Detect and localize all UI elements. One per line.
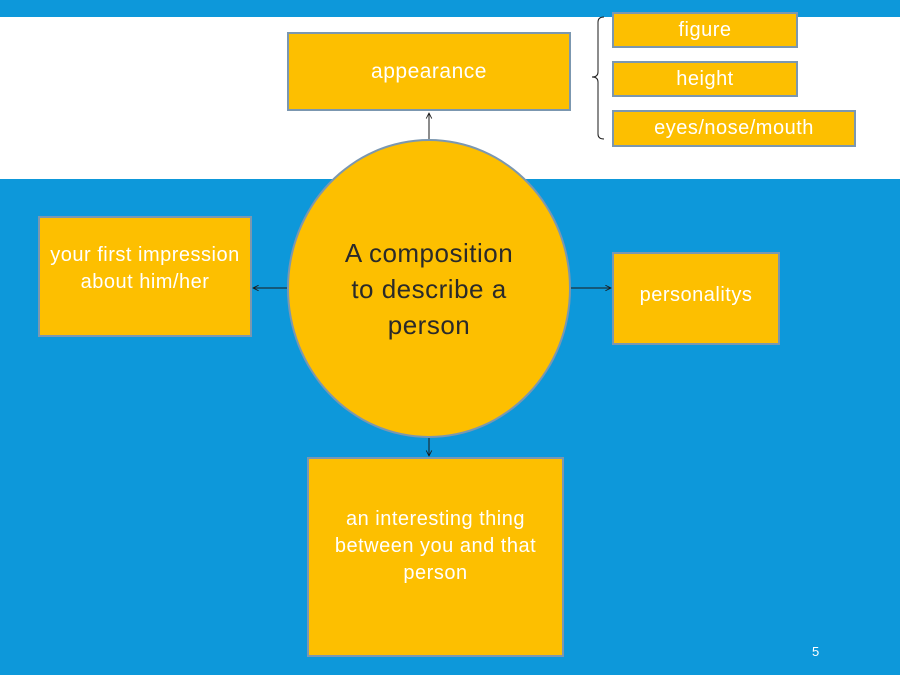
personalitys-box: personalitys (612, 252, 780, 345)
personalitys-label: personalitys (639, 284, 753, 306)
detail-box-figure: figure (612, 12, 798, 48)
detail-label-eyes-nose-mouth: eyes/nose/mouth (654, 117, 814, 139)
interesting-thing-label: an interesting thing between you and tha… (334, 507, 537, 584)
first-impression-box: your first impression about him/her (38, 216, 252, 337)
detail-label-height: height (676, 67, 734, 90)
page-number: 5 (812, 644, 820, 659)
detail-box-eyes-nose-mouth: eyes/nose/mouth (612, 110, 856, 147)
detail-label-figure: figure (678, 18, 732, 41)
appearance-box: appearance (287, 32, 571, 111)
center-topic-label: A composition to describe a person (344, 237, 514, 340)
center-topic-circle: A composition to describe a person (287, 139, 571, 438)
first-impression-label: your first impression about him/her (50, 244, 240, 293)
detail-box-height: height (612, 61, 798, 97)
interesting-thing-box: an interesting thing between you and tha… (307, 457, 564, 657)
appearance-label: appearance (371, 59, 487, 83)
